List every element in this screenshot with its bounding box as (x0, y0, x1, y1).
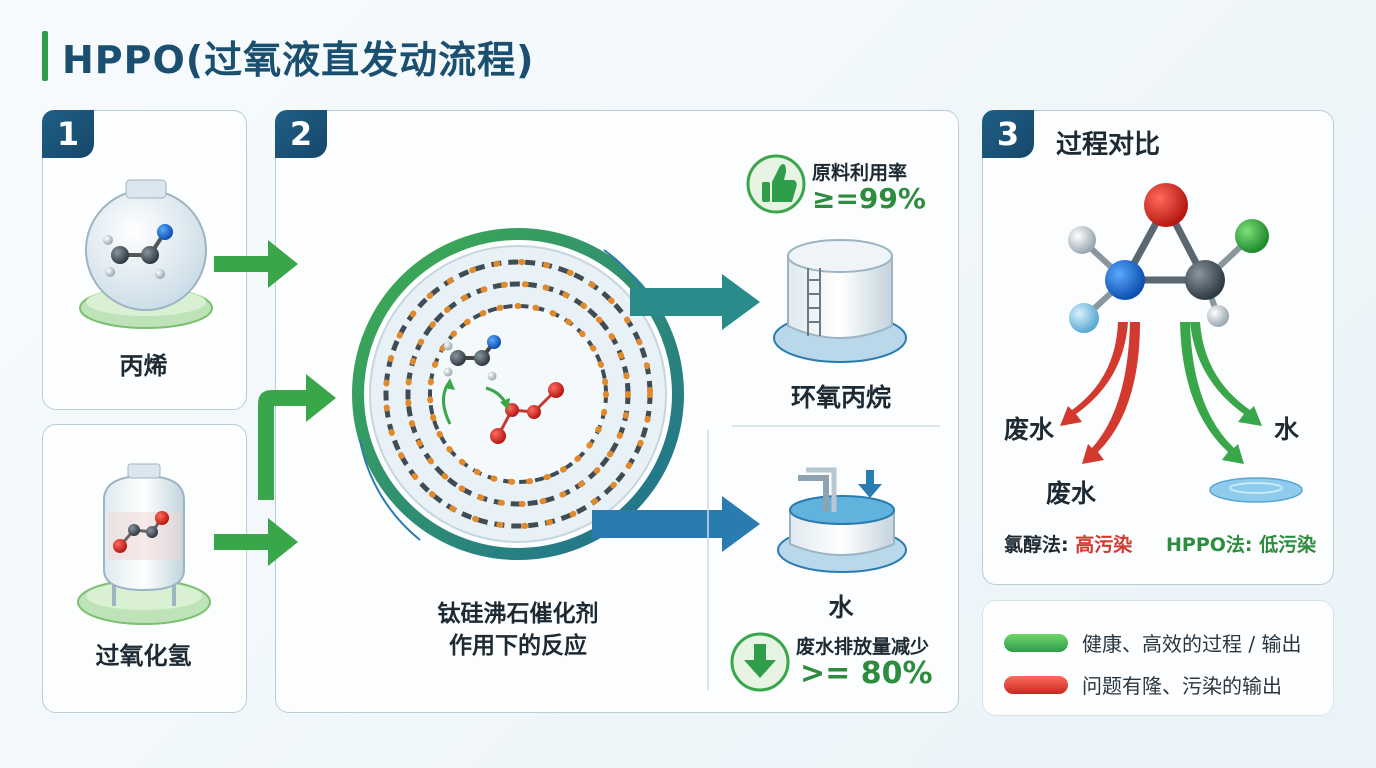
legend-item-polluting: 问题有隆、污染的输出 (1004, 670, 1282, 699)
chlorohydrin-pollution: 高污染 (1075, 534, 1133, 556)
utilization-label: 原料利用率 (812, 162, 908, 184)
clean-water-puddle-icon (1209, 477, 1303, 503)
catalyst-label-line1: 钛硅沸石催化剂 (437, 601, 599, 627)
panel-inputs-top: 1 (42, 110, 247, 410)
input-arrows (214, 240, 336, 566)
comparison-title: 过程对比 (1056, 130, 1161, 160)
propylene-sphere-icon (79, 179, 213, 329)
product-label: 环氧丙烷 (790, 383, 891, 412)
legend-healthy-label: 健康、高效的过程 / 输出 (1082, 632, 1302, 656)
thumbs-up-icon (746, 154, 806, 214)
output-arrows (592, 274, 760, 552)
panel-legend (982, 600, 1334, 716)
hppo-outflow-arrows (1180, 322, 1262, 464)
zeolite-catalyst-icon (352, 228, 684, 560)
water-basin-icon (777, 467, 907, 573)
panel-3-badge: 3 (982, 110, 1034, 158)
panel-1-badge: 1 (42, 110, 94, 158)
hppo-compare: HPPO法: 低污染 (1166, 534, 1317, 556)
chlorohydrin-wastewater-1: 废水 (1004, 415, 1055, 444)
legend-green-swatch (1004, 633, 1068, 652)
title-accent-bar (42, 31, 48, 81)
page-title-block: HPPO(过氧液直发动流程) (42, 30, 535, 82)
legend-item-healthy: 健康、高效的过程 / 输出 (1004, 628, 1301, 657)
wastewater-reduction-label: 废水排放量减少 (796, 636, 930, 658)
chlorohydrin-compare: 氯醇法: 高污染 (1004, 530, 1132, 557)
hydrogen-peroxide-tank-icon (77, 463, 211, 625)
panel-2-badge: 2 (275, 110, 327, 158)
catalyst-label-line2: 作用下的反应 (449, 633, 587, 659)
down-arrow-icon (730, 632, 790, 692)
chlorohydrin-name: 氯醇法: (1004, 534, 1069, 556)
chlorohydrin-wastewater-2: 废水 (1046, 479, 1097, 508)
chlorohydrin-outflow-arrows (1060, 322, 1140, 464)
storage-tank-icon (773, 239, 907, 363)
legend-polluting-label: 问题有隆、污染的输出 (1082, 674, 1282, 698)
input-propylene-label: 丙烯 (119, 352, 168, 380)
page-title: HPPO(过氧液直发动流程) (62, 37, 535, 82)
input-h2o2-label: 过氧化氢 (95, 642, 192, 670)
epoxide-molecule-icon (1068, 183, 1269, 333)
wastewater-reduction-value: >= 80% (800, 656, 933, 691)
legend-red-swatch (1004, 675, 1068, 694)
hppo-water: 水 (1274, 415, 1300, 444)
utilization-value: ≥=99% (812, 182, 926, 215)
byproduct-label: 水 (828, 593, 854, 622)
